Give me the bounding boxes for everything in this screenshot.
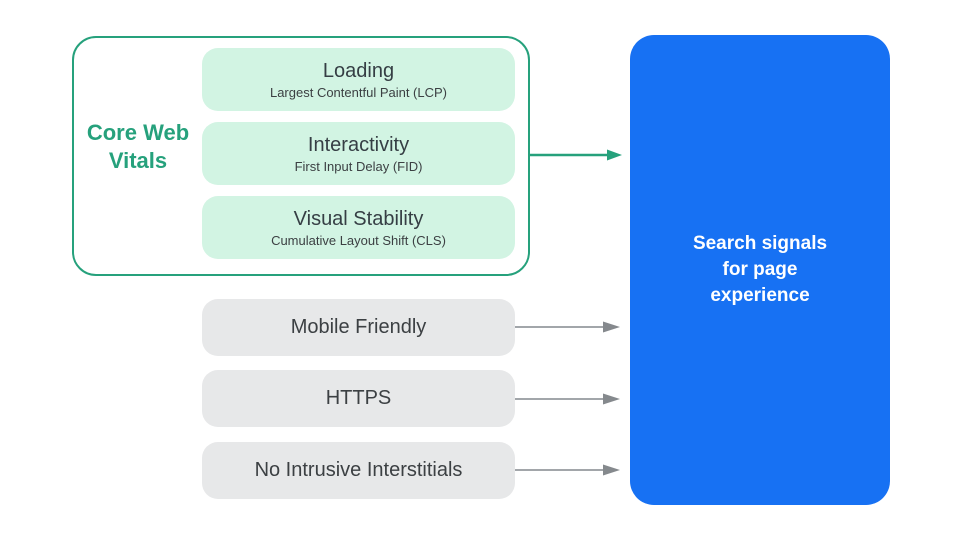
vital-subtitle: First Input Delay (FID)	[294, 158, 423, 174]
vital-subtitle: Largest Contentful Paint (LCP)	[269, 84, 448, 100]
signal-box-no-intrusive-interstitials: No Intrusive Interstitials	[202, 442, 515, 499]
vital-title: Loading	[322, 59, 395, 82]
arrow-mobile-friendly-icon	[515, 321, 620, 333]
signal-box-mobile-friendly: Mobile Friendly	[202, 299, 515, 356]
vital-box-interactivity: Interactivity First Input Delay (FID)	[202, 122, 515, 185]
search-signals-label: Search signals for page experience	[692, 233, 828, 306]
arrow-https-icon	[515, 393, 620, 405]
vital-title: Interactivity	[307, 133, 410, 156]
vital-box-loading: Loading Largest Contentful Paint (LCP)	[202, 48, 515, 111]
search-signals-box: Search signals for page experience	[630, 35, 890, 505]
arrow-core-web-vitals-icon	[528, 149, 622, 161]
vital-title: Visual Stability	[293, 207, 424, 230]
vital-box-visual-stability: Visual Stability Cumulative Layout Shift…	[202, 196, 515, 259]
signal-box-https: HTTPS	[202, 370, 515, 427]
arrow-no-intrusive-interstitials-icon	[515, 464, 620, 476]
core-web-vitals-label: Core Web Vitals	[86, 120, 190, 173]
vital-subtitle: Cumulative Layout Shift (CLS)	[271, 232, 446, 248]
